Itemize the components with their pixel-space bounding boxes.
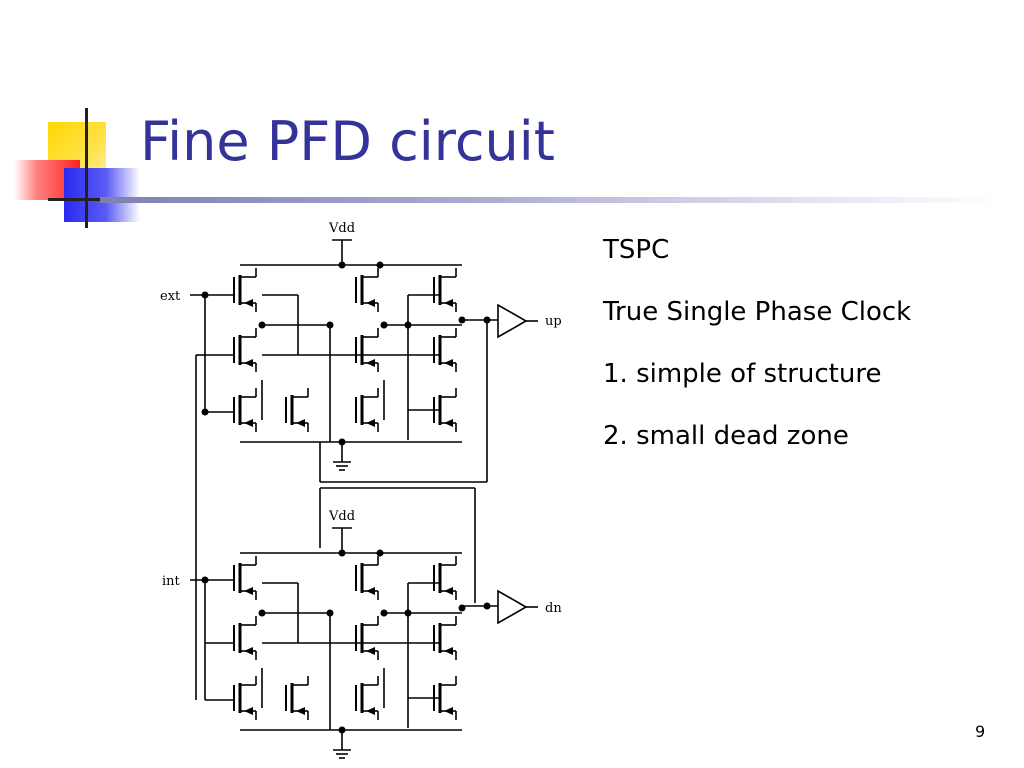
top-tspc-block: Vdd ext up: [160, 221, 562, 471]
decor-horizontal-line: [48, 198, 110, 201]
title-underline: [100, 197, 1000, 203]
dn-output-label: dn: [545, 601, 562, 616]
bottom-tspc-block: [190, 527, 538, 759]
bullet-item: TSPC: [603, 235, 670, 265]
ext-input-label: ext: [160, 289, 181, 304]
bullet-item: True Single Phase Clock: [603, 297, 912, 327]
vdd-label-top: Vdd: [328, 221, 355, 236]
int-input-label: int: [162, 574, 181, 589]
reset-wiring: [195, 320, 488, 700]
bullet-item: 2. small dead zone: [603, 421, 849, 451]
pfd-circuit-schematic: Vdd ext up: [160, 221, 562, 759]
bullet-list: TSPC True Single Phase Clock 1. simple o…: [603, 232, 911, 480]
slide-title: Fine PFD circuit: [140, 110, 555, 173]
bullet-item: 1. simple of structure: [603, 359, 882, 389]
vdd-label-bottom: Vdd: [328, 509, 355, 524]
page-number: 9: [975, 722, 986, 741]
decor-vertical-line: [85, 108, 88, 228]
decor-blue-square: [64, 168, 140, 222]
up-output-label: up: [545, 314, 562, 329]
